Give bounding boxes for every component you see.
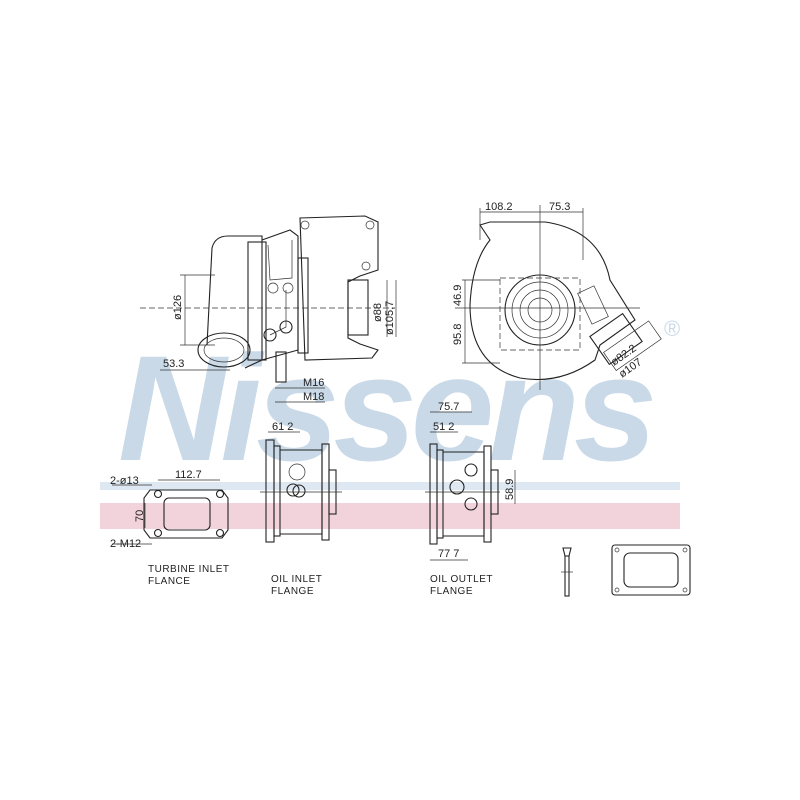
oil-outlet-flange [425,411,516,561]
caption-oil-inlet-1: OIL INLET [271,574,322,585]
dim-oil-outlet-height: 58.9 [504,479,516,500]
dim-width-left: 108.2 [485,201,513,213]
dim-oil-inlet-offset: 61 2 [272,421,293,433]
dim-thread-m18: M18 [303,391,324,403]
dim-hole-spacing: 112.7 [175,469,202,481]
watermark: Nissens ® [100,316,680,529]
bolt-part [561,547,573,597]
watermark-logo-text: Nissens [118,324,653,492]
dim-compressor-inlet-dia: ø126 [172,295,184,320]
dim-outlet-outer-dia: ø105,7 [384,301,396,335]
dim-oil-outlet-offset: 51 2 [433,421,454,433]
caption-turbine-inlet-2: FLANCE [148,576,190,587]
caption-oil-outlet-1: OIL OUTLET [430,574,493,585]
caption-oil-outlet-2: FLANGE [430,586,473,597]
watermark-blue-band [100,482,680,490]
oil-inlet-flange [260,431,342,543]
turbo-side-view [140,215,397,403]
watermark-red-band [100,503,680,529]
dim-height-upper: 46.9 [452,285,464,306]
caption-turbine-inlet-1: TURBINE INLET [148,564,230,575]
dim-height-lower: 95.8 [452,324,464,345]
dim-threads: 2-M12 [110,538,141,550]
dim-oil-outlet-width-bottom: 77 7 [438,548,459,560]
dim-thread-m16: M16 [303,377,324,389]
gasket-part [611,544,691,596]
dim-outlet-inner-dia: ø88 [372,303,384,322]
turbine-inlet-flange [112,479,229,545]
registered-mark: ® [664,316,680,341]
dim-oil-outlet-width-top: 75.7 [438,401,459,413]
turbo-front-view [455,205,662,390]
dim-holes: 2-ø13 [110,475,139,487]
caption-oil-inlet-2: FLANGE [271,586,314,597]
dim-width-right: 75.3 [549,201,570,213]
dim-offset: 53.3 [163,358,184,370]
dim-flange-height: 70 [134,510,146,522]
